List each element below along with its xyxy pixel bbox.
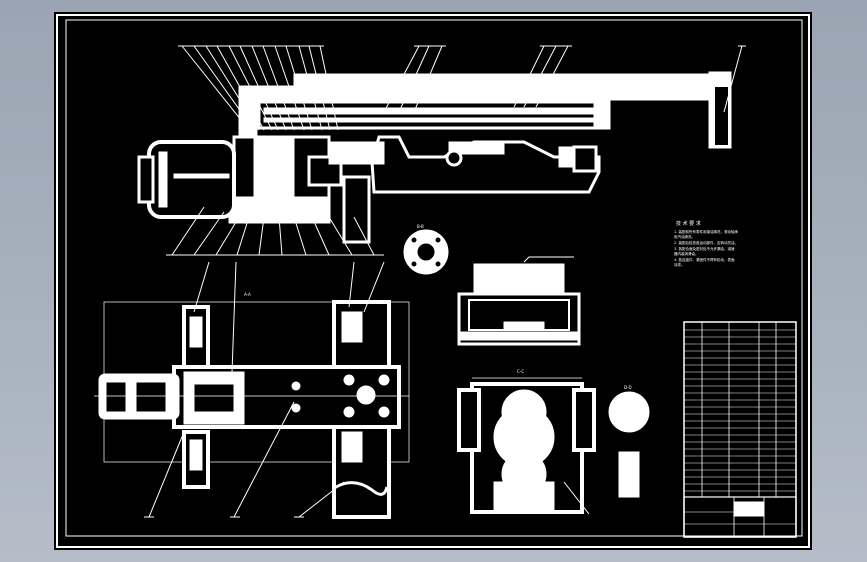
drawing-sheet: 技 术 要 求 1. 装配前所有零件用煤油清洗，滚动轴承 用汽油清洗。 2. 装… (54, 12, 812, 550)
requirements-title: 技 术 要 求 (676, 221, 701, 227)
inner-frame (65, 19, 803, 537)
requirements-line: 4. 各连接件、紧固件不得有松动，表面 (674, 258, 735, 262)
view-label-gearbox: C-C (517, 369, 525, 374)
requirements-line: 1. 装配前所有零件用煤油清洗，滚动轴承 (674, 230, 738, 234)
gear-detail (403, 229, 449, 275)
plan-view (94, 300, 410, 519)
outer-frame (56, 14, 810, 548)
view-label-shaft: D-D (624, 385, 632, 390)
main-assembly-view (137, 71, 732, 244)
leader-lines-top (178, 45, 746, 131)
shaft-detail (608, 391, 650, 498)
requirements-line: 2. 装配后检查各运动部件，应转动灵活。 (674, 241, 738, 245)
requirements-line: 器内装润滑油。 (674, 252, 699, 256)
view-label-plan: A-A (244, 292, 251, 297)
requirements-line: 3. 各配合面及密封处不允许漏油，减速 (674, 247, 735, 251)
gearbox-view (457, 377, 596, 515)
parts-list (683, 321, 797, 538)
view-label-gear: B-B (417, 224, 424, 229)
leader-lines-mid (166, 206, 384, 256)
side-view (457, 256, 581, 346)
requirements-line: 涂漆。 (674, 263, 685, 267)
cad-drawing (56, 14, 810, 548)
leader-lines-plan (144, 261, 385, 518)
requirements-line: 用汽油清洗。 (674, 235, 695, 239)
